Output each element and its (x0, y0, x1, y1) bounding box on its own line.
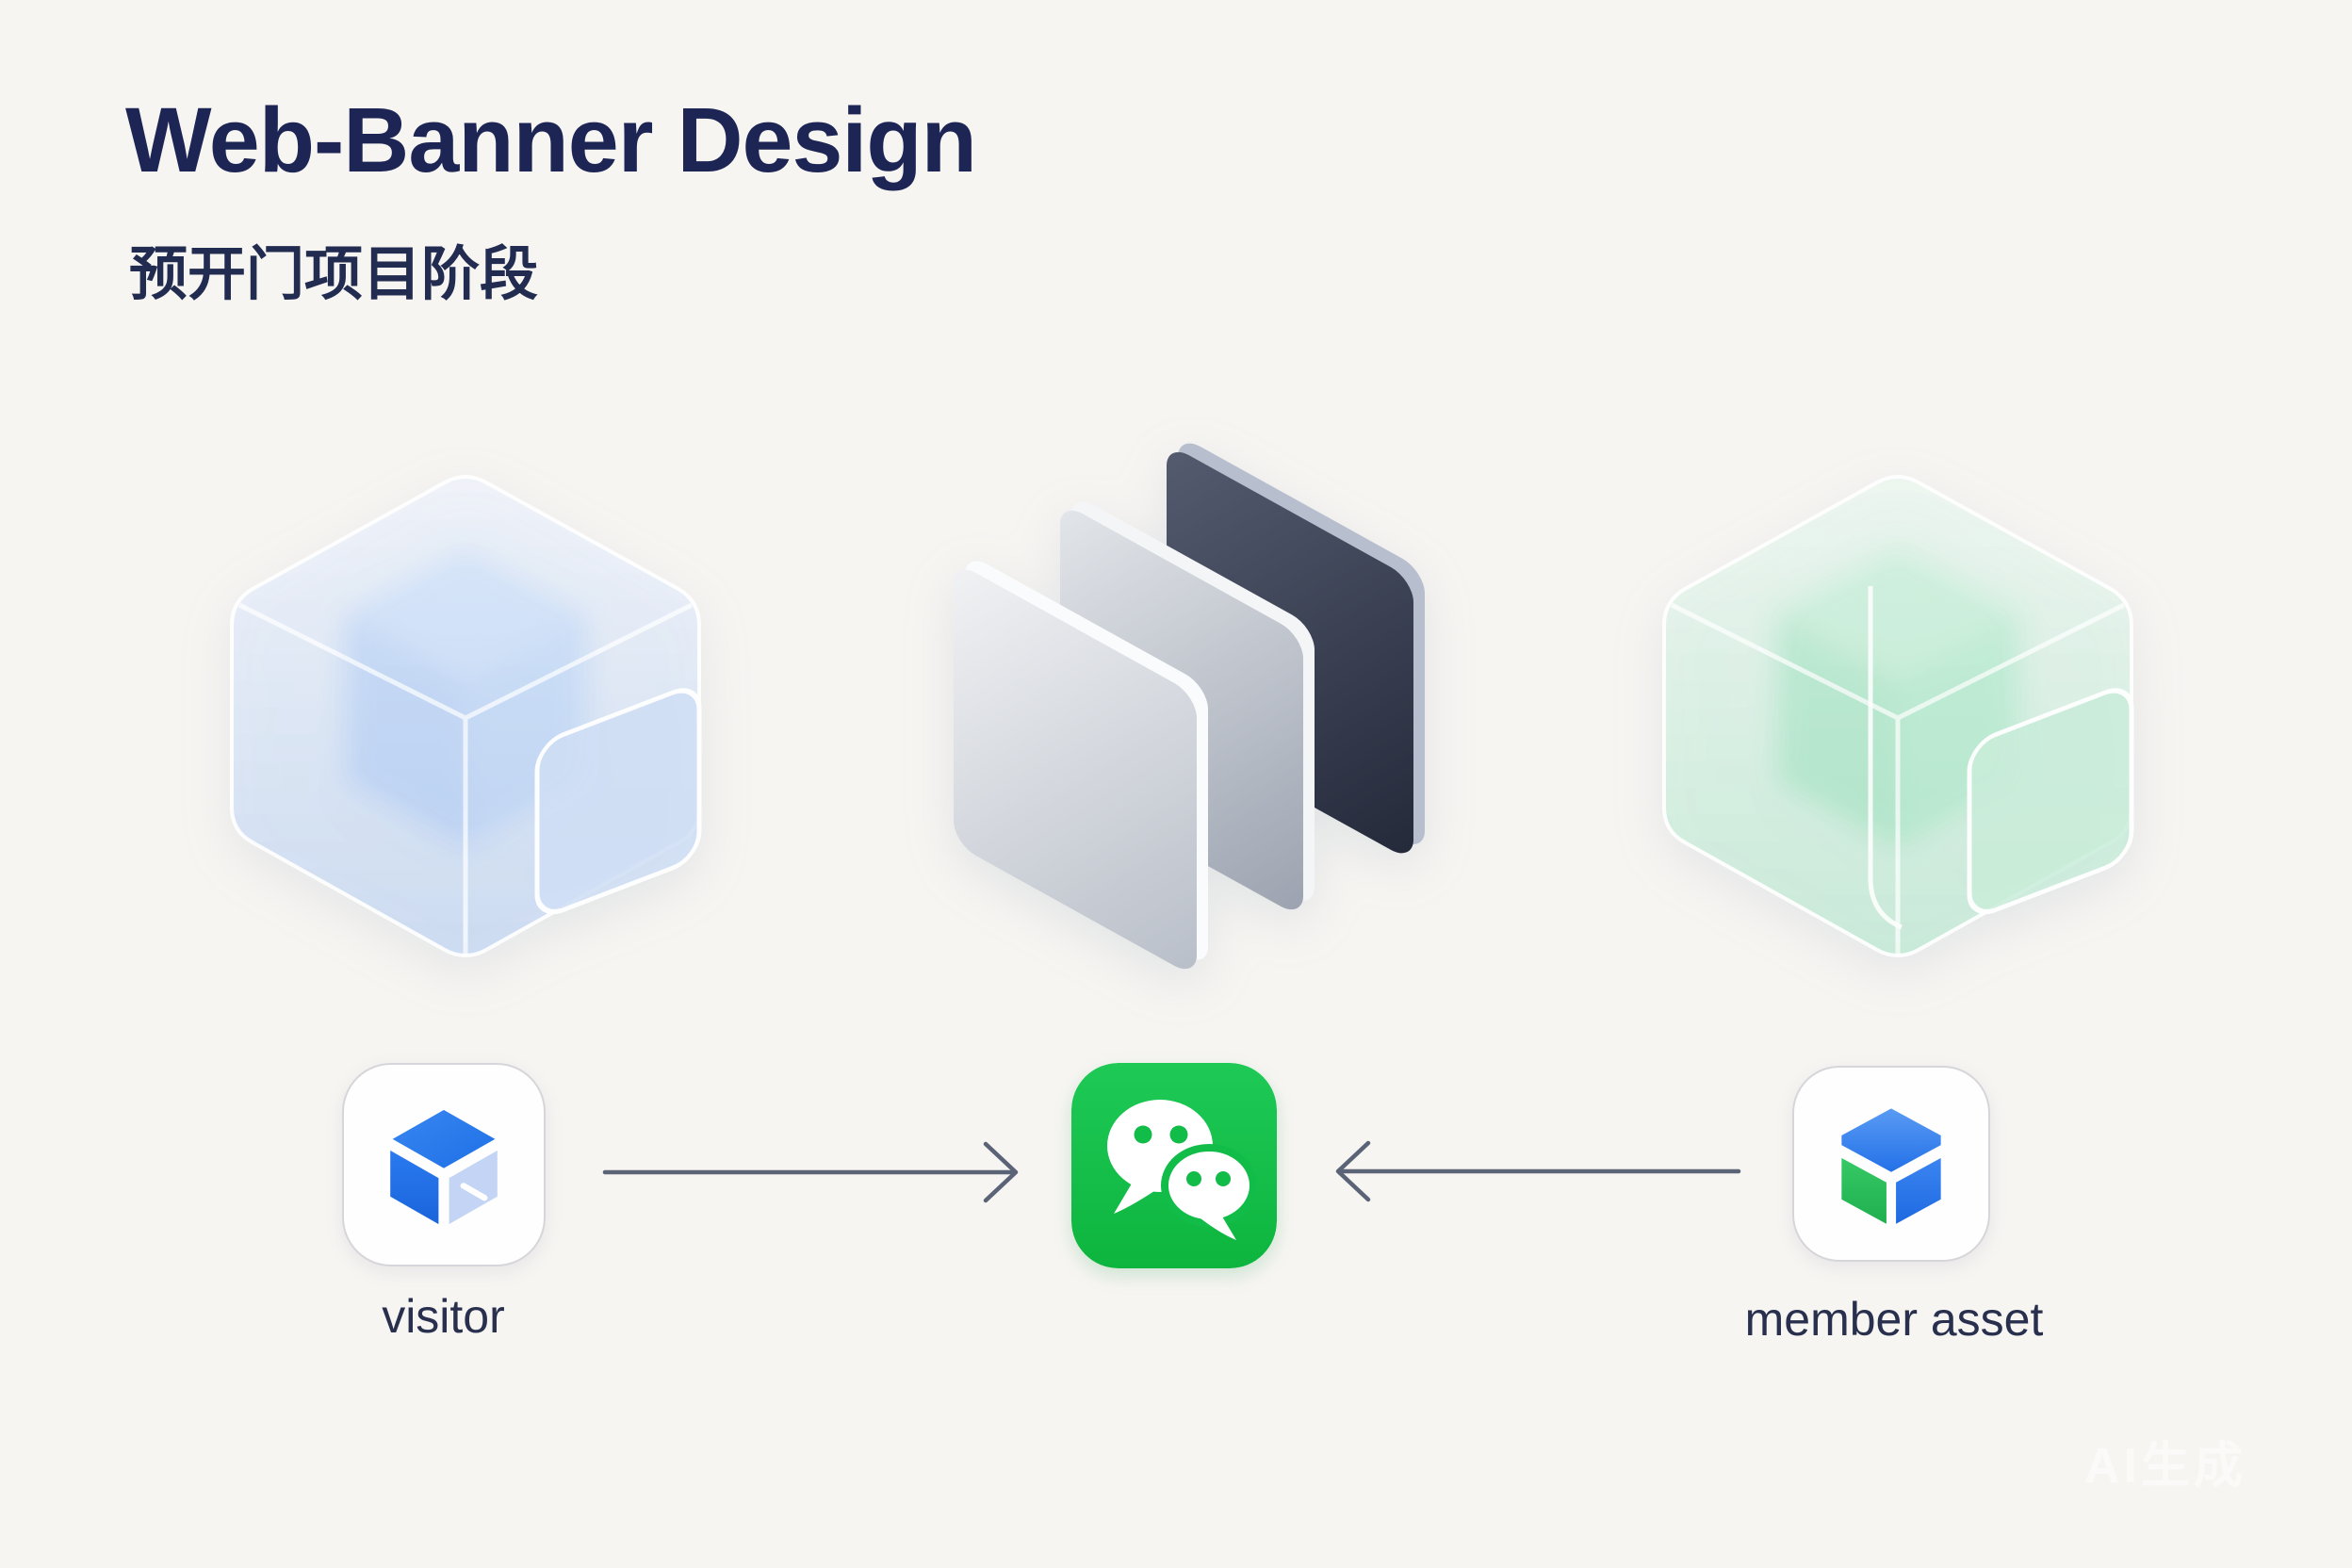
page-subtitle: 预开门项目阶段 (129, 242, 539, 307)
ai-generated-watermark: AI生成 (2083, 1439, 2246, 1494)
blue-box-cube-icon (385, 1104, 502, 1231)
glass-panel-detached (1967, 688, 2134, 915)
glass-seam (1868, 586, 1903, 930)
wechat-icon (1071, 1063, 1277, 1268)
box-left-face (1838, 1152, 1890, 1230)
arrow-visitor-to-wechat (602, 1141, 1019, 1203)
member-asset-label: member asset (1744, 1293, 2044, 1346)
member-asset-app-icon (1792, 1066, 1990, 1262)
box-lid (1838, 1104, 1945, 1176)
box-right-face (1892, 1152, 1945, 1230)
gray-layered-panels-illustration (954, 443, 1425, 970)
panel-front-light (954, 561, 1208, 970)
page-title: Web-Banner Design (125, 89, 977, 191)
face-slash-glyph (460, 1183, 488, 1201)
arrow-member-to-wechat (1335, 1140, 1741, 1202)
glass-panel-detached (534, 688, 702, 915)
visitor-app-icon (342, 1063, 546, 1266)
chat-bubble-small (1161, 1144, 1257, 1240)
blue-green-box-cube-icon (1838, 1104, 1945, 1230)
green-glass-cube-illustration (1662, 475, 2134, 957)
blue-glass-cube-illustration (230, 475, 702, 957)
visitor-label: visitor (382, 1290, 505, 1343)
